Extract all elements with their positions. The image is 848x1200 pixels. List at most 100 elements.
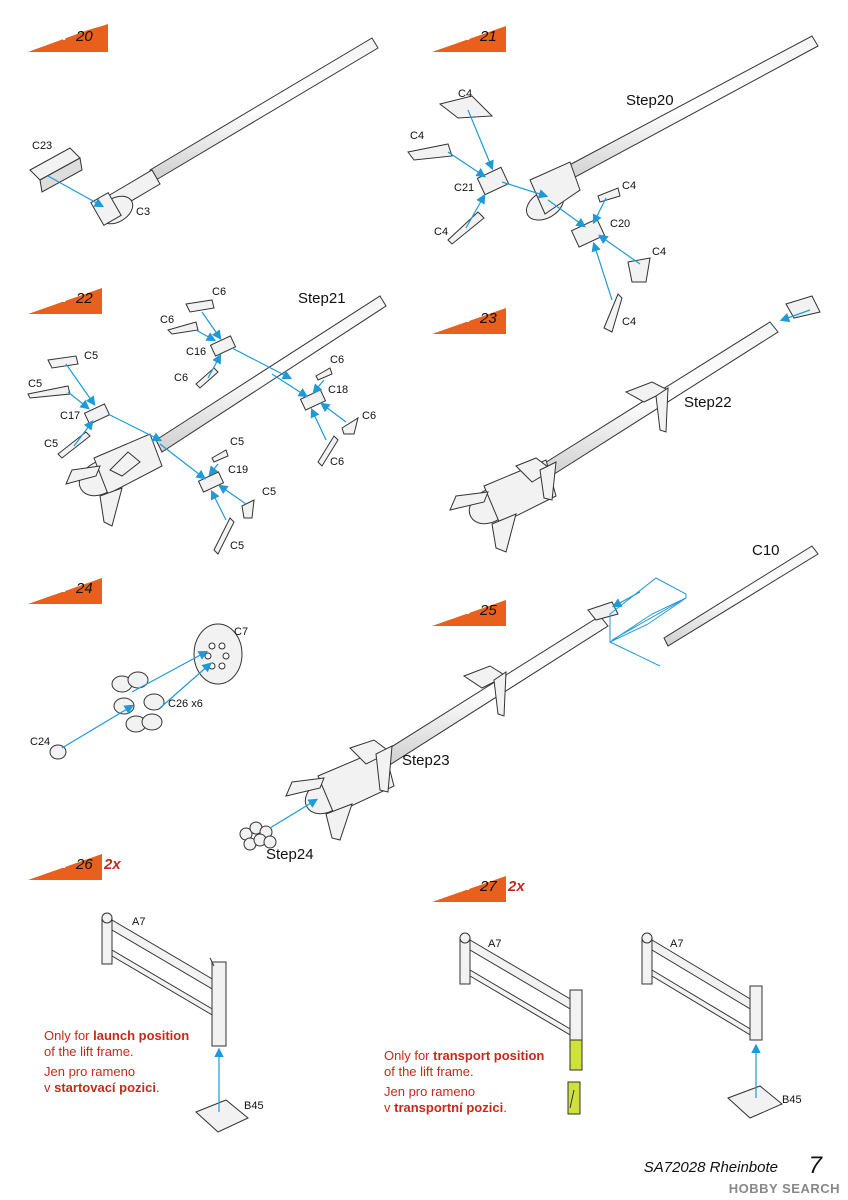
label-c17: C17 (60, 410, 81, 422)
note-text: . (503, 1100, 507, 1115)
step-number: 21 (480, 28, 497, 45)
note-line: v startovací pozici. (44, 1080, 189, 1096)
label-c5: C5 (28, 378, 43, 390)
lift-frame-a7 (101, 912, 227, 1047)
label-c4: C4 (434, 226, 449, 238)
label-a7: A7 (488, 938, 502, 950)
step-word: STEP (32, 27, 74, 44)
step-26-badge: STEP 26 2x (28, 852, 148, 880)
label-c16: C16 (186, 346, 207, 358)
nose-cap (785, 295, 821, 319)
step-word: STEP (436, 877, 478, 894)
note-line: Jen pro rameno (44, 1064, 136, 1079)
assembly-arrows (65, 311, 347, 521)
label-c5: C5 (230, 436, 245, 448)
label-c6: C6 (362, 410, 377, 422)
base-plate-b45 (195, 1099, 249, 1133)
watermark: HOBBY SEARCH (728, 1181, 840, 1196)
label-c6: C6 (212, 286, 227, 298)
note-line: Only for transport position (384, 1048, 544, 1064)
label-c4: C4 (622, 316, 637, 328)
step-23-badge: STEP 23 (432, 306, 552, 334)
step-number: 20 (76, 28, 93, 45)
fin-c5 (213, 517, 235, 555)
step-number: 27 (480, 878, 497, 895)
label-c18: C18 (328, 384, 349, 396)
label-c24: C24 (30, 736, 51, 748)
fin-c6 (167, 321, 199, 335)
step-20-drawing (29, 37, 379, 226)
label-step-ref: Step22 (684, 394, 732, 411)
note-text: Only for (44, 1028, 94, 1043)
fin-c4 (627, 257, 651, 283)
clamp-c18 (299, 389, 327, 411)
part-c26-nozzles (111, 671, 165, 733)
fin-c4 (438, 95, 494, 119)
part-c24 (49, 744, 67, 760)
step-21-drawing (407, 35, 819, 333)
step-21-badge: STEP 21 (432, 24, 552, 52)
label-c3: C3 (136, 206, 151, 218)
step-badge-shape (28, 288, 102, 314)
label-c4: C4 (652, 246, 667, 258)
footer-title: SA72028 Rheinbote (643, 1159, 778, 1176)
label-c5: C5 (44, 438, 59, 450)
rocket-stage-tube (526, 35, 819, 221)
fin-c6 (341, 416, 359, 435)
label-step-ref: Step24 (266, 846, 314, 863)
step-26-drawing (101, 912, 249, 1133)
callout-box (609, 577, 687, 667)
label-c5: C5 (84, 350, 99, 362)
clamp-c17 (83, 403, 111, 425)
clamp-c19 (197, 471, 225, 493)
step-word: STEP (436, 27, 478, 44)
label-c6: C6 (330, 456, 345, 468)
step-25-badge: STEP 25 (432, 598, 552, 626)
label-c4: C4 (410, 130, 425, 142)
clamp-c20 (570, 218, 606, 248)
label-step-ref: Step20 (626, 92, 674, 109)
step-number: 24 (76, 580, 93, 597)
part-c23 (29, 147, 83, 193)
label-a7: A7 (670, 938, 684, 950)
step-word: STEP (32, 579, 74, 596)
step-multiplier: 2x (104, 856, 121, 873)
fin-c5 (241, 499, 255, 519)
note-launch-position: Only for launch position of the lift fra… (44, 1028, 189, 1096)
step-word: STEP (32, 855, 74, 872)
lift-frame-a7-transport (459, 932, 583, 1071)
note-text: Only for (384, 1048, 434, 1063)
fin-c6 (315, 367, 333, 381)
label-c19: C19 (228, 464, 249, 476)
note-text: v (384, 1100, 395, 1115)
note-line: of the lift frame. (384, 1064, 474, 1079)
label-c21: C21 (454, 182, 475, 194)
step-word: STEP (436, 309, 478, 326)
clamp-c21 (476, 166, 510, 196)
step-27-drawing (459, 932, 783, 1119)
fin-c4 (597, 187, 621, 203)
label-b45: B45 (244, 1100, 264, 1112)
step-20-badge: STEP 20 (28, 24, 148, 52)
step-27-badge: STEP 27 2x (432, 874, 552, 902)
step-multiplier: 2x (508, 878, 525, 895)
step-badge-shape (432, 876, 506, 902)
note-text: . (156, 1080, 160, 1095)
step-badge-shape (28, 24, 108, 52)
fin-c4 (603, 293, 623, 333)
fin-c6 (195, 367, 219, 389)
rocket-stage-tube (65, 295, 387, 527)
fin-c5 (57, 431, 91, 459)
note-line: Only for launch position (44, 1028, 189, 1044)
nozzle-cluster (239, 821, 277, 851)
part-highlight (567, 1081, 581, 1115)
step-word: STEP (32, 289, 74, 306)
fin-c6 (185, 299, 215, 313)
part-c10-rod (663, 545, 819, 647)
step-25-drawing (239, 545, 819, 851)
note-line: v transportní pozici. (384, 1100, 544, 1116)
note-line: of the lift frame. (44, 1044, 134, 1059)
note-emphasis: transportní pozici (394, 1100, 504, 1115)
step-badge-shape (28, 578, 102, 604)
